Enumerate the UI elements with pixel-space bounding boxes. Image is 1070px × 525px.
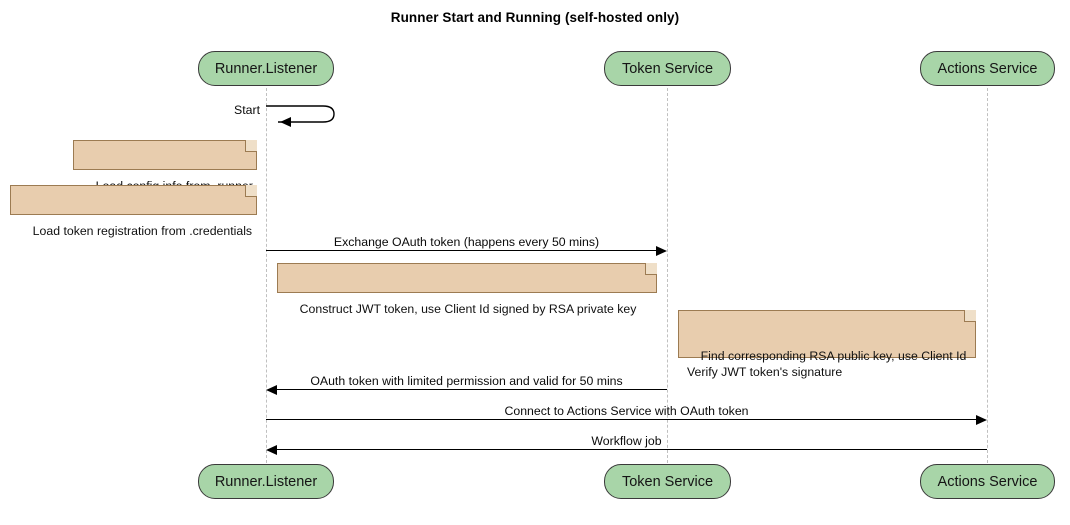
participant-footer-actions-label: Actions Service [937,473,1038,490]
participant-header-actions[interactable]: Actions Service [920,51,1055,86]
participant-header-token-label: Token Service [621,60,714,77]
note-fold-icon [645,263,657,275]
note-verify-jwt-text: Find corresponding RSA public key, use C… [687,349,967,379]
note-construct-jwt: Construct JWT token, use Client Id signe… [277,263,657,316]
message-label-connect-actions-service: Connect to Actions Service with OAuth to… [504,404,749,418]
note-verify-jwt: Find corresponding RSA public key, use C… [678,310,976,379]
message-line-connect-actions-service [266,419,976,420]
lifeline-actions [987,88,988,463]
participant-header-token[interactable]: Token Service [604,51,731,86]
message-label-oauth-token-return: OAuth token with limited permission and … [310,374,623,388]
participant-header-runner[interactable]: Runner.Listener [198,51,334,86]
message-line-oauth-token-return [277,389,667,390]
message-label-start: Start [234,103,260,117]
message-label-workflow-job: Workflow job [591,434,662,448]
diagram-title: Runner Start and Running (self-hosted on… [390,10,680,25]
note-fold-icon [245,185,257,197]
message-line-workflow-job [277,449,987,450]
note-load-token-registration: Load token registration from .credential… [10,185,257,238]
note-fold-icon [245,140,257,152]
message-self-start [266,100,346,132]
participant-footer-token[interactable]: Token Service [604,464,731,499]
note-fold-icon [964,310,976,322]
participant-footer-runner-label: Runner.Listener [214,473,318,490]
message-arrowhead-exchange-oauth-token [656,245,667,256]
participant-footer-runner[interactable]: Runner.Listener [198,464,334,499]
message-arrowhead-connect-actions-service [976,414,987,425]
message-arrowhead-oauth-token-return [266,384,277,395]
note-construct-jwt-text: Construct JWT token, use Client Id signe… [299,302,637,316]
participant-header-actions-label: Actions Service [937,60,1038,77]
participant-footer-token-label: Token Service [621,473,714,490]
participant-footer-actions[interactable]: Actions Service [920,464,1055,499]
note-load-config: Load config info from .runner [73,140,257,193]
message-line-exchange-oauth-token [266,250,656,251]
message-label-exchange-oauth-token: Exchange OAuth token (happens every 50 m… [333,235,600,249]
lifeline-runner [266,88,267,463]
participant-header-runner-label: Runner.Listener [214,60,318,77]
lifeline-token [667,88,668,463]
note-load-token-registration-text: Load token registration from .credential… [32,224,253,238]
message-arrowhead-workflow-job [266,444,277,455]
